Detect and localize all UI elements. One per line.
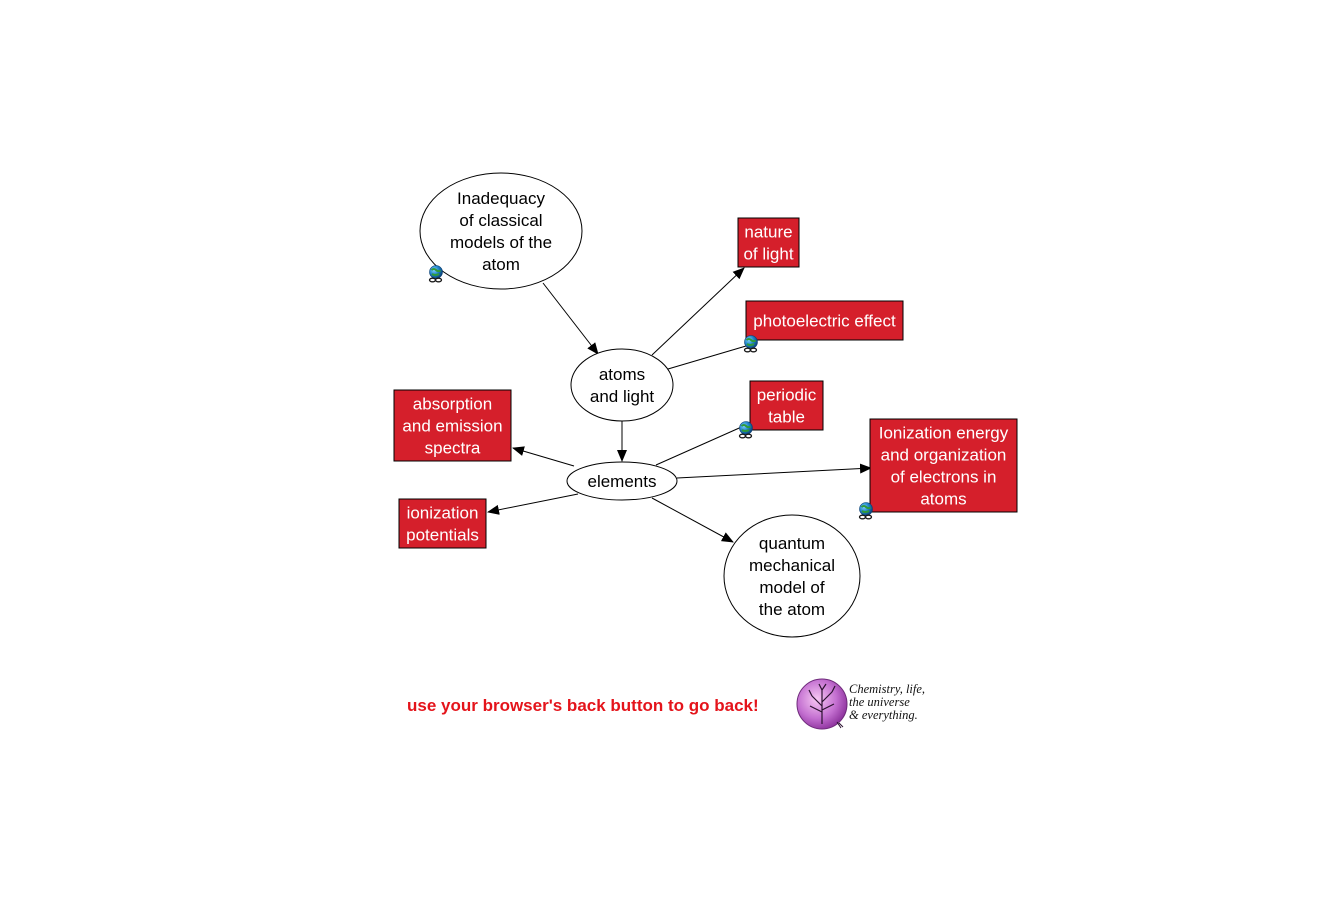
node-label-line: and emission	[402, 417, 502, 436]
node-oval	[570, 348, 674, 422]
node-box	[737, 217, 800, 268]
node-oval	[419, 172, 583, 290]
node-elements[interactable]: elements	[566, 461, 678, 501]
node-quantum[interactable]: quantum mechanical model of the atom	[723, 514, 861, 638]
node-label-line: quantum	[759, 534, 825, 553]
tree-of-life-globe-icon	[796, 678, 848, 730]
back-button-message: use your browser's back button to go bac…	[407, 696, 759, 715]
node-inadequacy[interactable]: Inadequacy of classical models of the atom	[419, 172, 583, 290]
logo-text-line-1: Chemistry, life,	[849, 682, 925, 696]
web-link-globe-icon[interactable]	[428, 265, 444, 283]
edge-atoms_light-to-nature_light	[651, 267, 745, 356]
node-box	[869, 418, 1018, 513]
node-label-line: absorption	[413, 395, 492, 414]
node-label-line: potentials	[406, 526, 479, 545]
node-label-line: atoms	[920, 490, 966, 509]
node-label-line: mechanical	[749, 556, 835, 575]
node-label-line: of light	[743, 245, 793, 264]
node-label-line: the atom	[759, 600, 825, 619]
node-box	[745, 300, 904, 341]
node-label-line: of electrons in	[891, 468, 997, 487]
node-label-line: Inadequacy	[457, 189, 545, 208]
node-label-line: atom	[482, 255, 520, 274]
logo-text-line-3: & everything.	[849, 708, 918, 722]
node-label-line: spectra	[425, 439, 481, 458]
logo-text-line-2: the universe	[849, 695, 910, 709]
nodes-layer: Inadequacy of classical models of the atom a…	[393, 172, 1018, 638]
node-oval	[723, 514, 861, 638]
edge-elements-to-absorption	[512, 446, 575, 467]
node-label-line: periodic	[757, 386, 817, 405]
edge-inadequacy-to-atoms_light	[542, 282, 599, 355]
edges-layer	[487, 267, 872, 543]
edge-elements-to-ionization_pot	[487, 493, 579, 515]
web-link-globe-icon[interactable]	[743, 335, 759, 353]
node-label-line: photoelectric effect	[753, 312, 896, 331]
node-label-line: Ionization energy	[879, 424, 1009, 443]
node-label-line: ionization	[407, 504, 479, 523]
node-atoms-light[interactable]: atoms and light	[570, 348, 674, 422]
node-box	[393, 389, 512, 462]
node-absorption[interactable]: absorption and emission spectra	[393, 389, 512, 462]
node-label-line: nature	[744, 223, 792, 242]
web-link-globe-icon[interactable]	[738, 421, 754, 439]
edge-atoms_light-to-photoelectric	[667, 345, 747, 370]
node-label-line: and light	[590, 387, 655, 406]
chemistry-life-logo[interactable]: Chemistry, life, the universe & everythi…	[795, 676, 945, 732]
edge-elements-to-ionization_energy	[676, 463, 872, 479]
node-label-line: models of the	[450, 233, 552, 252]
edge-elements-to-quantum	[651, 497, 734, 543]
node-label-line: table	[768, 408, 805, 427]
edge-elements-to-periodic	[655, 424, 747, 466]
node-label-line: atoms	[599, 365, 645, 384]
node-label-line: and organization	[881, 446, 1007, 465]
node-periodic[interactable]: periodic table	[738, 380, 824, 439]
web-link-globe-icon[interactable]	[858, 502, 874, 520]
node-photoelectric[interactable]: photoelectric effect	[743, 300, 904, 353]
node-label-line: model of	[759, 578, 824, 597]
node-ionization-energy[interactable]: Ionization energy and organization of elec…	[858, 418, 1018, 520]
node-label-line: of classical	[459, 211, 542, 230]
node-box	[749, 380, 824, 431]
node-box	[398, 498, 487, 549]
node-ionization-pot[interactable]: ionization potentials	[398, 498, 487, 549]
node-label-line: elements	[588, 472, 657, 491]
node-nature-light[interactable]: nature of light	[737, 217, 800, 268]
node-oval	[566, 461, 678, 501]
